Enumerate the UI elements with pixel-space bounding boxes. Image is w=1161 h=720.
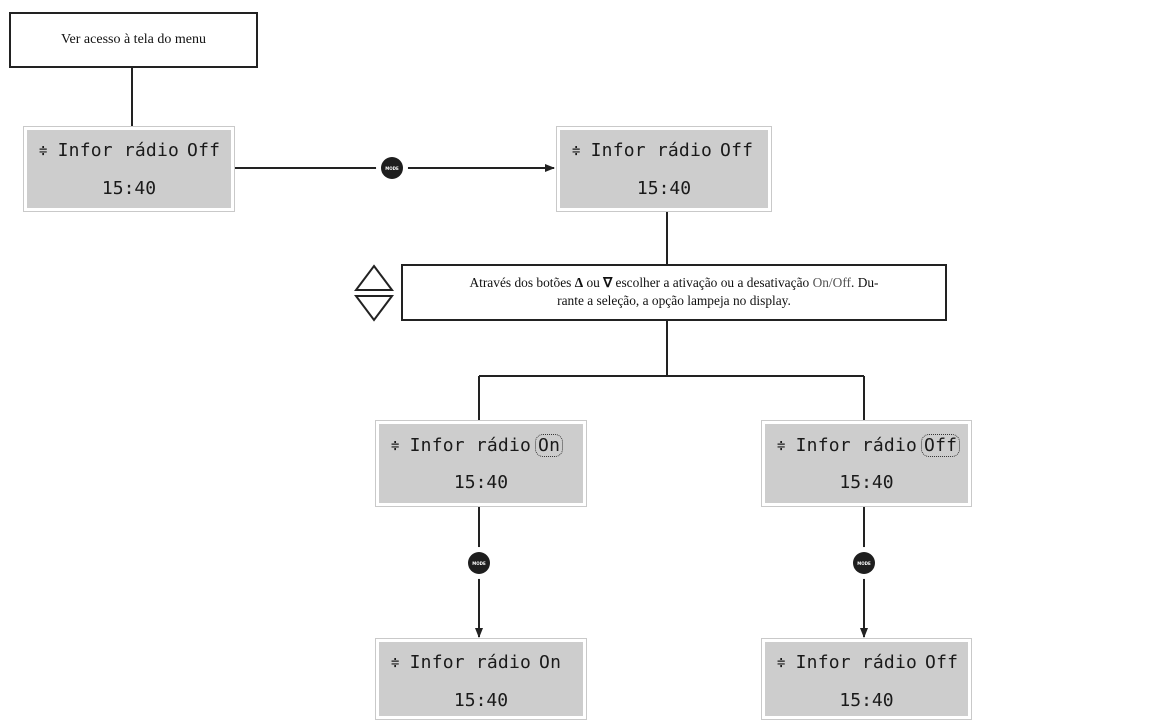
lcd-label: Infor rádio xyxy=(795,435,918,456)
instruction-note: Através dos botões Δ ou ∇ escolher a ati… xyxy=(401,264,947,321)
lcd-value: Off xyxy=(187,140,221,161)
title-text: Ver acesso à tela do menu xyxy=(61,32,206,47)
up-down-arrow-icon: ≑ xyxy=(39,142,48,159)
lcd-display-select-off: ≑ Infor rádio Off 15:40 xyxy=(761,420,972,507)
lcd-display-after-mode: ≑ Infor rádio Off 15:40 xyxy=(556,126,772,212)
lcd-display-start: ≑ Infor rádio Off 15:40 xyxy=(23,126,235,212)
note-text: ou xyxy=(583,275,604,290)
lcd-time: 15:40 xyxy=(839,690,894,711)
lcd-value: Off xyxy=(925,652,959,673)
up-down-arrow-icon: ≑ xyxy=(572,142,581,159)
up-down-arrow-icon: ≑ xyxy=(391,437,400,454)
lcd-display-result-off: ≑ Infor rádio Off 15:40 xyxy=(761,638,972,720)
lcd-display-result-on: ≑ Infor rádio On 15:40 xyxy=(375,638,587,720)
lcd-time: 15:40 xyxy=(101,178,157,199)
down-triangle-icon: ∇ xyxy=(603,275,613,290)
lcd-screen: ≑ Infor rádio Off 15:40 xyxy=(27,130,231,208)
up-down-arrow-icon: ≑ xyxy=(391,654,400,671)
lcd-display-select-on: ≑ Infor rádio On 15:40 xyxy=(375,420,587,507)
lcd-label: Infor rádio xyxy=(409,652,532,673)
lcd-time: 15:40 xyxy=(839,472,894,493)
mode-button-icon: MODE xyxy=(381,157,403,179)
up-triangle-icon: Δ xyxy=(574,275,584,290)
lcd-value-flashing: On xyxy=(535,434,564,457)
mode-label: MODE xyxy=(385,165,399,171)
mode-label: MODE xyxy=(472,560,486,566)
lcd-value: Off xyxy=(720,140,754,161)
lcd-screen: ≑ Infor rádio On 15:40 xyxy=(379,424,583,503)
title-box: Ver acesso à tela do menu xyxy=(9,12,258,68)
note-text: rante a seleção, a opção lampeja no disp… xyxy=(557,293,791,308)
lcd-label: Infor rádio xyxy=(795,652,918,673)
mode-button-icon: MODE xyxy=(468,552,490,574)
lcd-label: Infor rádio xyxy=(409,435,532,456)
lcd-screen: ≑ Infor rádio Off 15:40 xyxy=(765,424,968,503)
lcd-time: 15:40 xyxy=(636,178,692,199)
lcd-value: On xyxy=(539,652,562,673)
lcd-time: 15:40 xyxy=(453,472,509,493)
mode-label: MODE xyxy=(857,560,871,566)
up-down-arrow-icon: ≑ xyxy=(777,437,786,454)
lcd-screen: ≑ Infor rádio Off 15:40 xyxy=(560,130,768,208)
up-down-buttons-icon xyxy=(354,264,394,322)
note-text: escolher a ativação ou a desativação xyxy=(612,275,813,290)
lcd-value-flashing: Off xyxy=(921,434,961,457)
lcd-time: 15:40 xyxy=(453,690,509,711)
note-text: . Du- xyxy=(851,275,879,290)
lcd-screen: ≑ Infor rádio On 15:40 xyxy=(379,642,583,716)
lcd-screen: ≑ Infor rádio Off 15:40 xyxy=(765,642,968,716)
up-down-arrow-icon: ≑ xyxy=(777,654,786,671)
mode-button-icon: MODE xyxy=(853,552,875,574)
note-onoff: On/Off xyxy=(812,275,851,290)
lcd-label: Infor rádio xyxy=(590,140,713,161)
lcd-label: Infor rádio xyxy=(57,140,180,161)
note-text: Através dos botões xyxy=(469,275,575,290)
